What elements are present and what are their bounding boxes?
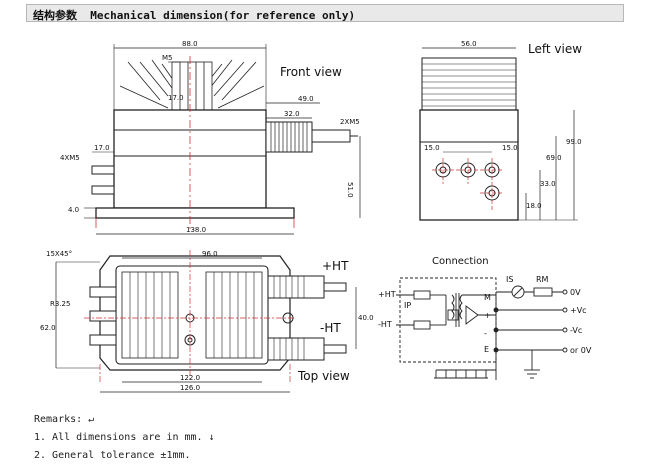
remarks-title: Remarks: ↵: [34, 414, 95, 425]
front-view-title: Front view: [280, 65, 342, 79]
ht-minus-label: -HT: [320, 321, 341, 335]
dim-4: 4.0: [68, 206, 79, 214]
conn-ht-minus: -HT: [378, 320, 392, 329]
conn-rm: RM: [536, 275, 549, 284]
dim-15b: 15.0: [502, 144, 518, 152]
dim-40: 40.0: [358, 314, 374, 322]
conn-plus: +: [484, 311, 491, 320]
dim-18: 18.0: [526, 202, 542, 210]
dim-49: 49.0: [298, 95, 314, 103]
heatsink: [119, 59, 265, 111]
dim-62: 62.0: [40, 324, 56, 332]
section-title: 结构参数 Mechanical dimension(for reference …: [33, 9, 356, 22]
conn-ip: IP: [404, 301, 411, 310]
dim-4xm5: 4XM5: [60, 154, 80, 162]
connection-title: Connection: [432, 256, 489, 267]
dim-99: 99.0: [566, 138, 582, 146]
conn-ht-plus: +HT: [378, 290, 396, 299]
dim-122: 122.0: [180, 374, 200, 382]
conn-or-0v: or 0V: [570, 346, 592, 355]
dim-51: 51.0: [346, 182, 354, 198]
conn-m: M: [484, 293, 491, 302]
conn-vc-minus: -Vc: [570, 326, 582, 335]
dim-88: 88.0: [182, 40, 198, 48]
dim-69: 69.0: [546, 154, 562, 162]
remark-2: 2. General tolerance ±1mm.: [34, 450, 191, 461]
top-view-title: Top view: [297, 369, 350, 383]
dim-chamfer: 15X45°: [46, 250, 72, 258]
dim-r325: R3.25: [50, 300, 70, 308]
dim-96: 96.0: [202, 250, 218, 258]
section-header: 结构参数 Mechanical dimension(for reference …: [26, 4, 624, 22]
remark-1: 1. All dimensions are in mm. ↓: [34, 432, 215, 443]
left-view-drawing: [419, 47, 578, 221]
dim-15a: 15.0: [424, 144, 440, 152]
conn-e: E: [484, 345, 489, 354]
dim-m5: M5: [162, 54, 173, 62]
dim-56: 56.0: [461, 40, 477, 48]
dim-33: 33.0: [540, 180, 556, 188]
conn-is: IS: [506, 275, 513, 284]
conn-minus: -: [484, 329, 487, 338]
dim-138: 138.0: [186, 226, 206, 234]
connection-schematic: [396, 277, 568, 380]
dim-32: 32.0: [284, 110, 300, 118]
conn-0v: 0V: [570, 288, 581, 297]
conn-vc-plus: +Vc: [570, 306, 587, 315]
front-view-drawing: [84, 44, 361, 235]
ht-plus-label: +HT: [322, 259, 349, 273]
dim-2xm5: 2XM5: [340, 118, 360, 126]
left-view-title: Left view: [528, 42, 582, 56]
top-view-drawing: [55, 250, 357, 393]
dim-17a: 17.0: [168, 94, 184, 102]
dim-126: 126.0: [180, 384, 200, 392]
front-base: [95, 207, 295, 219]
dim-17b: 17.0: [94, 144, 110, 152]
